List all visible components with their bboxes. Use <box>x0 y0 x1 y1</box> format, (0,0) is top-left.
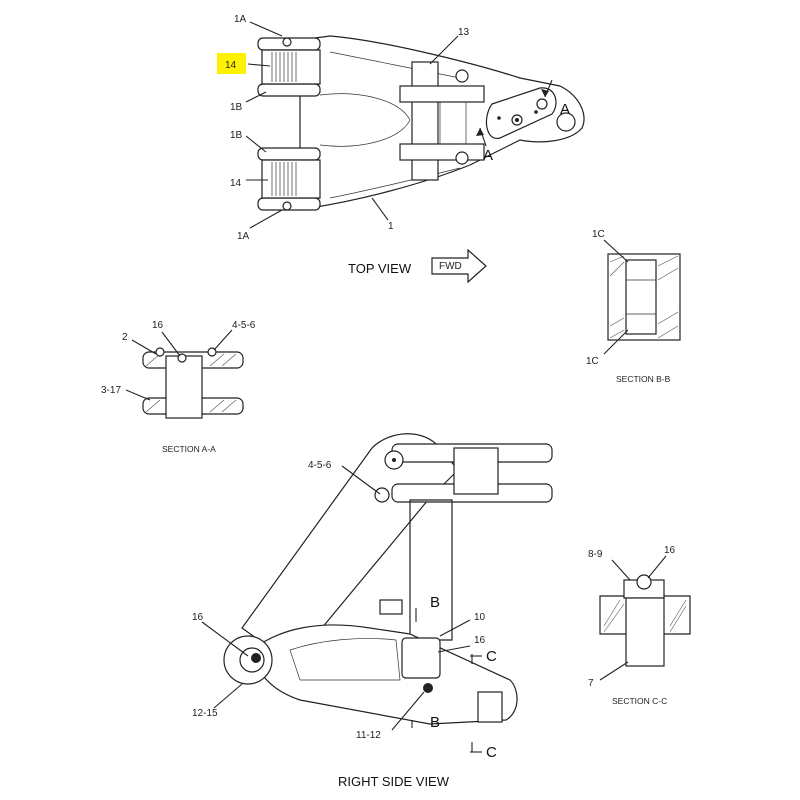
top-view-leaders <box>245 21 459 229</box>
callout-16-aa: 16 <box>152 320 164 331</box>
callout-1c-top: 1C <box>592 229 605 240</box>
callout-1: 1 <box>388 221 394 232</box>
callout-4-5-6-aa: 4-5-6 <box>232 320 256 331</box>
callout-12-15: 12-15 <box>192 708 218 719</box>
section-marker-b-lower: B <box>430 714 440 731</box>
callout-14-top: 14 <box>225 60 237 71</box>
top-view-drawing <box>257 35 585 211</box>
callout-highlight <box>217 53 246 74</box>
section-aa-title: SECTION A-A <box>162 444 216 454</box>
right-side-view-drawing <box>201 433 553 753</box>
callout-3-17: 3-17 <box>101 385 121 396</box>
callout-1c-bottom: 1C <box>586 356 599 367</box>
callout-4-5-6-side: 4-5-6 <box>308 460 332 471</box>
callout-1a-top: 1A <box>234 14 247 25</box>
section-marker-a-upper: A <box>560 101 570 118</box>
callout-11-12: 11-12 <box>356 730 381 741</box>
callout-1b-top: 1B <box>230 102 243 113</box>
callout-16-cc: 16 <box>664 545 676 556</box>
section-marker-a-lower: A <box>483 147 493 164</box>
section-marker-b-upper: B <box>430 594 440 611</box>
section-cc-title: SECTION C-C <box>612 696 667 706</box>
fwd-label: FWD <box>439 261 462 272</box>
callout-7: 7 <box>588 678 594 689</box>
callout-1a-lower: 1A <box>237 231 250 242</box>
callout-10: 10 <box>474 612 486 623</box>
section-bb-title: SECTION B-B <box>616 374 671 384</box>
section-marker-c-lower: C <box>486 744 497 761</box>
right-side-view-title: RIGHT SIDE VIEW <box>338 774 450 789</box>
callout-14-lower: 14 <box>230 178 242 189</box>
section-aa-drawing <box>125 329 244 419</box>
callout-16-side-left: 16 <box>192 612 204 623</box>
callout-2: 2 <box>122 332 128 343</box>
upper-spring-stack <box>271 52 297 82</box>
fwd-arrow: FWD <box>431 248 487 284</box>
callout-1b-lower: 1B <box>230 130 243 141</box>
section-bb-drawing <box>603 239 681 355</box>
lower-spring-stack <box>271 162 297 196</box>
callout-8-9: 8-9 <box>588 549 603 560</box>
callout-13: 13 <box>458 27 470 38</box>
section-cc-drawing <box>599 555 691 681</box>
top-view-title: TOP VIEW <box>348 261 412 276</box>
section-marker-c-upper: C <box>486 648 497 665</box>
callout-16-side-right: 16 <box>474 635 486 646</box>
top-view-callouts: 1A 14 1B 1B 14 1A 13 1 A A <box>225 14 570 242</box>
